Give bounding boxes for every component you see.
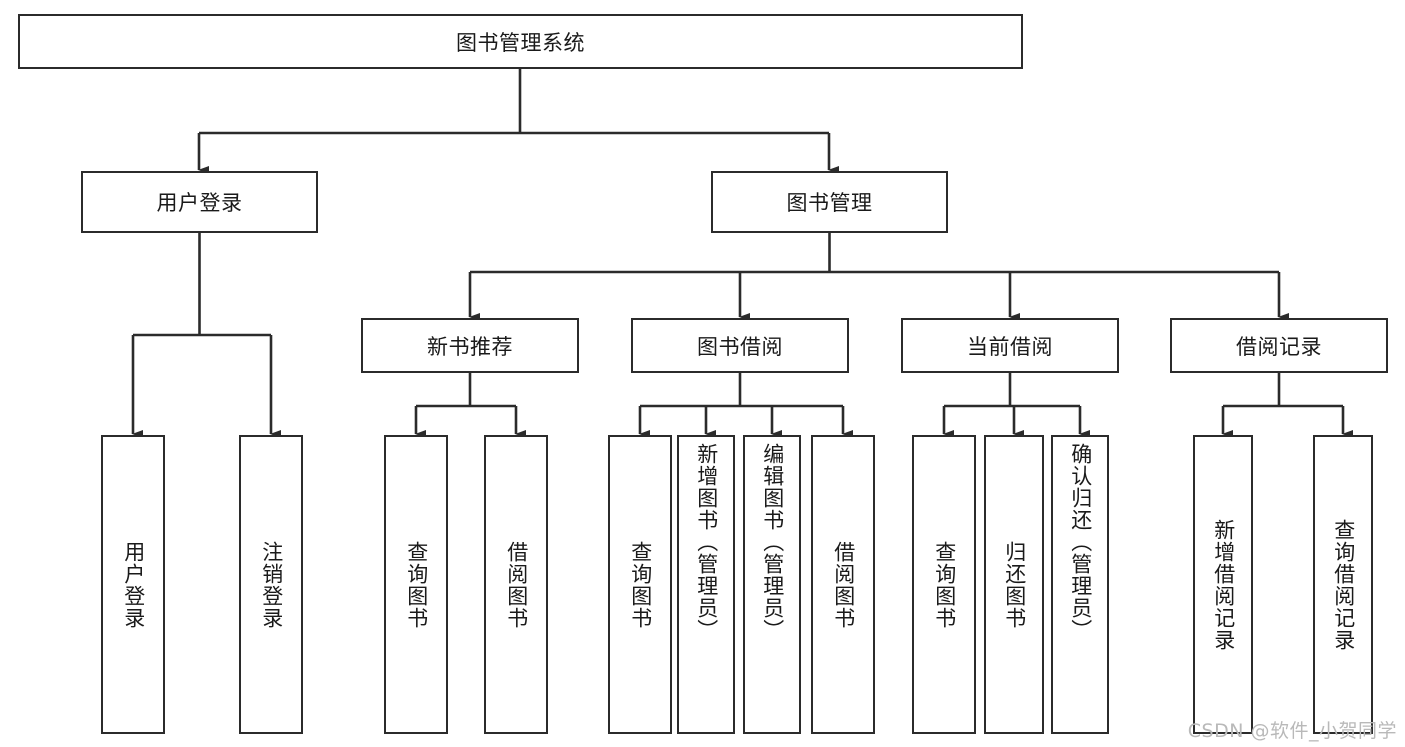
node-label: 编辑图书（管理员） [760,443,785,641]
node-leaf-logout[interactable]: 注销登录 [239,435,303,734]
connector-lines [131,69,1353,438]
node-label: 查询借阅记录 [1331,518,1356,651]
node-label: 借阅记录 [1236,334,1322,359]
node-leaf-borrow-book-recommend[interactable]: 借阅图书 [484,435,548,734]
node-current-borrow[interactable]: 当前借阅 [901,318,1119,373]
node-label: 归还图书 [1002,540,1027,629]
node-root[interactable]: 图书管理系统 [18,14,1023,69]
node-leaf-query-borrow-record[interactable]: 查询借阅记录 [1313,435,1373,734]
node-label: 当前借阅 [967,334,1053,359]
node-leaf-confirm-return[interactable]: 确认归还（管理员） [1051,435,1109,734]
node-label: 借阅图书 [504,540,529,629]
node-label: 图书管理系统 [456,30,585,55]
node-book-manage[interactable]: 图书管理 [711,171,948,233]
node-leaf-query-book-borrow[interactable]: 查询图书 [608,435,672,734]
node-leaf-borrow-book[interactable]: 借阅图书 [811,435,875,734]
node-label: 用户登录 [156,191,243,215]
node-leaf-query-book-recommend[interactable]: 查询图书 [384,435,448,734]
node-label: 查询图书 [628,540,653,629]
node-new-book-recommend[interactable]: 新书推荐 [361,318,579,373]
node-label: 图书借阅 [697,334,783,359]
watermark-text: CSDN @软件_小贺同学 [1187,720,1397,742]
node-label: 注销登录 [259,540,284,629]
node-label: 新书推荐 [427,334,513,359]
node-label: 新增图书（管理员） [694,443,719,641]
node-label: 用户登录 [121,540,146,629]
node-label: 查询图书 [404,540,429,629]
node-leaf-user-login[interactable]: 用户登录 [101,435,165,734]
node-label: 确认归还（管理员） [1068,443,1093,641]
node-label: 图书管理 [786,191,873,215]
node-book-borrow[interactable]: 图书借阅 [631,318,849,373]
node-leaf-add-book[interactable]: 新增图书（管理员） [677,435,735,734]
node-leaf-add-borrow-record[interactable]: 新增借阅记录 [1193,435,1253,734]
node-borrow-record[interactable]: 借阅记录 [1170,318,1388,373]
node-user-login[interactable]: 用户登录 [81,171,318,233]
node-leaf-return-book[interactable]: 归还图书 [984,435,1044,734]
node-leaf-query-book-current[interactable]: 查询图书 [912,435,976,734]
node-label: 查询图书 [932,540,957,629]
node-leaf-edit-book[interactable]: 编辑图书（管理员） [743,435,801,734]
node-label: 借阅图书 [831,540,856,629]
node-label: 新增借阅记录 [1211,518,1236,651]
